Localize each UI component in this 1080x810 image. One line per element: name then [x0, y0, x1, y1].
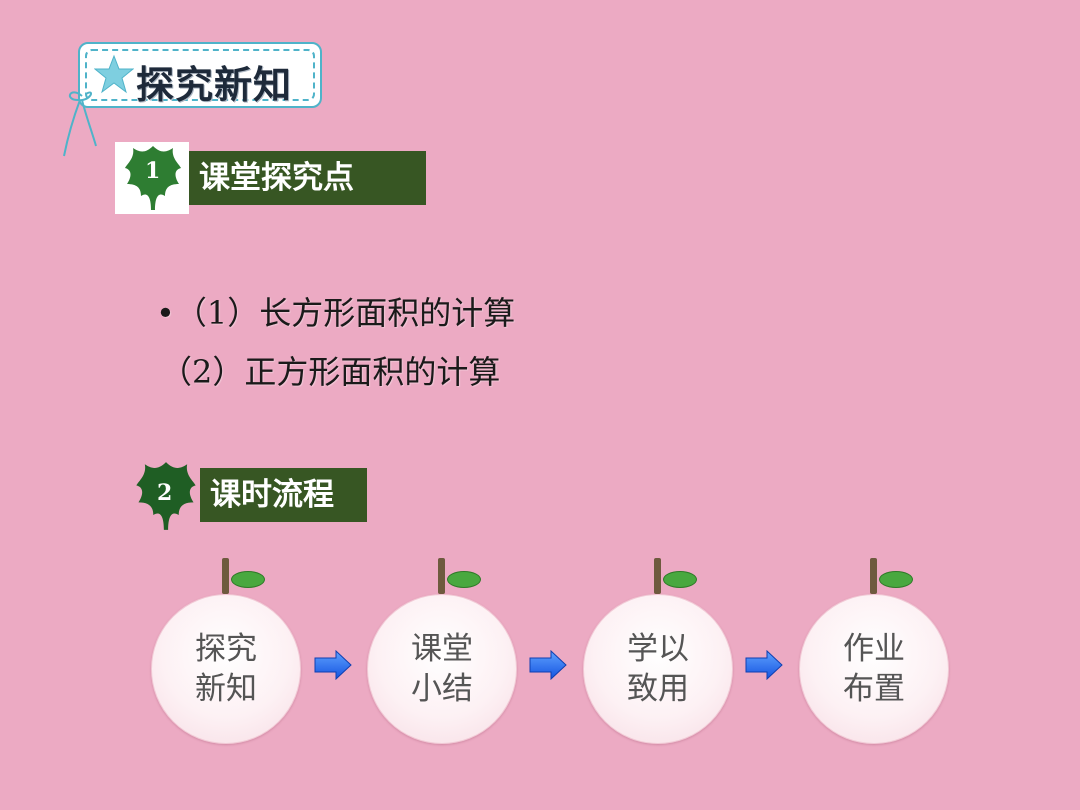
page-title: 探究新知	[136, 63, 293, 107]
content-line-2: （2）正方形面积的计算	[160, 353, 501, 391]
section1-number: 1	[145, 158, 161, 184]
content-line-1: •（1）长方形面积的计算	[156, 294, 516, 332]
arrow-right-icon	[314, 650, 352, 680]
leaf-icon	[125, 146, 181, 210]
flow-step-summary[interactable]: 课堂 小结	[367, 558, 517, 744]
step-circle: 课堂 小结	[367, 594, 517, 744]
step-text-line1: 作业	[843, 631, 905, 667]
step-circle: 学以 致用	[583, 594, 733, 744]
star-icon	[94, 54, 134, 94]
small-leaf-icon	[879, 571, 913, 588]
step-circle: 作业 布置	[799, 594, 949, 744]
step-text-line2: 小结	[411, 671, 473, 707]
flow-step-homework[interactable]: 作业 布置	[799, 558, 949, 744]
flow-step-apply[interactable]: 学以 致用	[583, 558, 733, 744]
small-leaf-icon	[663, 571, 697, 588]
ribbon-icon	[63, 91, 97, 157]
section1-leaf-box: 1	[115, 142, 189, 214]
section2-number: 2	[157, 480, 173, 506]
small-leaf-icon	[231, 571, 265, 588]
section-tag: 探究新知	[78, 42, 322, 108]
small-leaf-icon	[447, 571, 481, 588]
stem	[870, 558, 877, 594]
step-text-line1: 探究	[195, 631, 257, 667]
step-circle: 探究 新知	[151, 594, 301, 744]
arrow-right-icon	[745, 650, 783, 680]
stem	[654, 558, 661, 594]
stem	[222, 558, 229, 594]
tag-dashed-border	[85, 49, 315, 101]
step-text-line1: 课堂	[411, 631, 473, 667]
step-text-line2: 布置	[843, 671, 905, 707]
leaf-icon-2	[136, 462, 196, 530]
step-text-line2: 新知	[195, 671, 257, 707]
section1-label: 课堂探究点	[189, 151, 426, 205]
arrow-right-icon	[529, 650, 567, 680]
section2-label: 课时流程	[200, 468, 367, 522]
flow-step-explore[interactable]: 探究 新知	[151, 558, 301, 744]
stem	[438, 558, 445, 594]
step-text-line1: 学以	[627, 631, 689, 667]
step-text-line2: 致用	[627, 671, 689, 707]
